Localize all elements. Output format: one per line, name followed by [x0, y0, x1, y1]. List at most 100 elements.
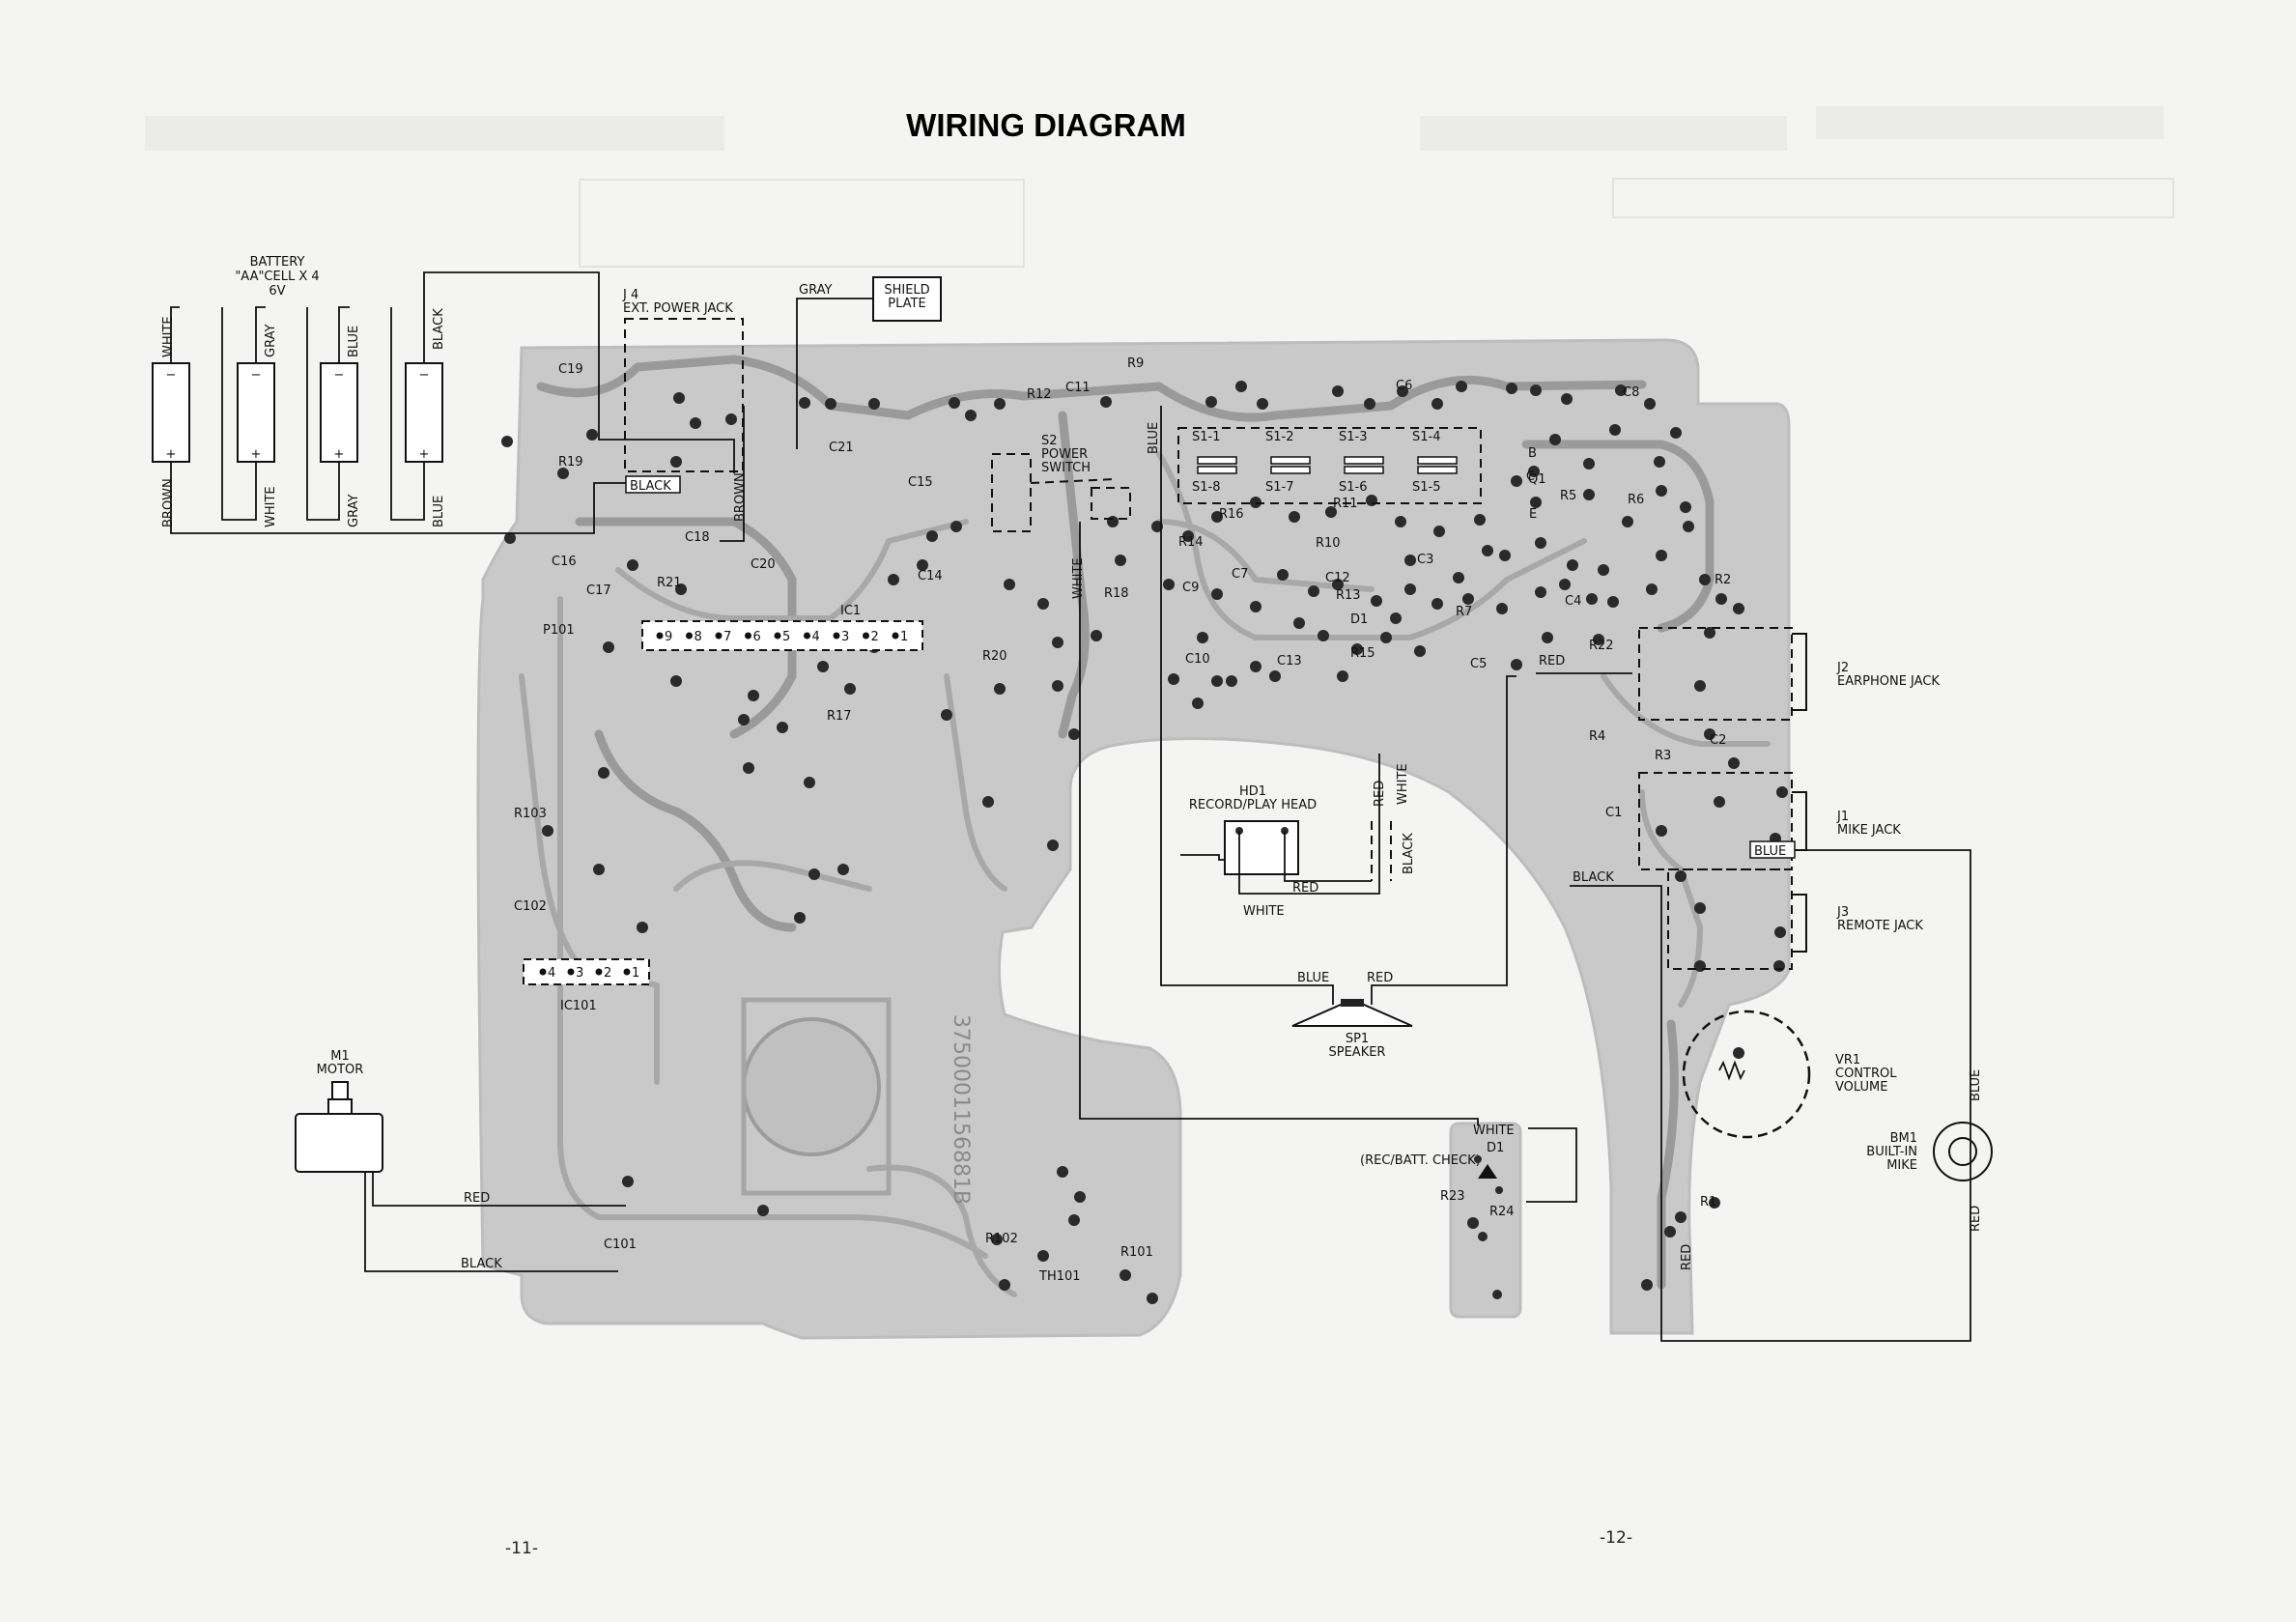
solder-pad — [598, 767, 609, 779]
solder-pad — [725, 413, 737, 425]
component-label-c17: C17 — [586, 583, 611, 598]
component-label-c3: C3 — [1417, 553, 1433, 567]
svg-text:HD1: HD1 — [1239, 784, 1266, 799]
ic1-pin-dot — [774, 632, 781, 640]
solder-pad — [1773, 960, 1785, 972]
component-label-c20: C20 — [751, 557, 776, 572]
board-code: 3750001156881B — [949, 1014, 973, 1205]
page-number-left: -11- — [505, 1539, 538, 1558]
solder-pad — [1511, 475, 1522, 487]
solder-pad — [1047, 839, 1059, 851]
solder-pad — [817, 661, 829, 672]
svg-text:+: + — [251, 447, 262, 462]
component-label-c18: C18 — [685, 530, 710, 545]
solder-pad — [917, 559, 928, 571]
solder-pad — [1431, 598, 1443, 610]
solder-pad — [837, 864, 849, 875]
solder-pad — [1404, 583, 1416, 595]
component-label-c1: C1 — [1605, 806, 1622, 820]
solder-pad — [1453, 572, 1464, 583]
solder-pad — [844, 683, 856, 695]
ic101-pin-label: 1 — [632, 966, 639, 981]
solder-pad — [1714, 796, 1725, 808]
component-label-d1: D1 — [1350, 612, 1368, 627]
component-label-r7: R7 — [1456, 605, 1472, 619]
component-label-r22: R22 — [1589, 639, 1614, 653]
component-label-r16: R16 — [1219, 507, 1244, 522]
solder-pad — [1586, 593, 1598, 605]
solder-pad — [1380, 632, 1392, 643]
solder-pad — [1704, 728, 1715, 740]
solder-pad — [965, 410, 977, 421]
wire-label-blue-mike: BLUE — [1969, 1069, 1983, 1101]
component-label-c11: C11 — [1065, 381, 1091, 395]
wire-label-gray-1: GRAY — [264, 325, 278, 357]
solder-pad — [1211, 588, 1223, 600]
ic101-pin-label: 2 — [604, 966, 611, 981]
solder-pad — [1530, 384, 1542, 396]
wire-label-brown-j4: BROWN — [733, 472, 748, 522]
solder-pad — [1675, 1211, 1687, 1223]
wire-label-white-head: WHITE — [1243, 904, 1285, 919]
solder-pad — [1583, 458, 1595, 470]
ic1-pin-label: 1 — [900, 630, 908, 644]
solder-pad — [1499, 550, 1511, 561]
wire-label-blue-switch: BLUE — [1147, 422, 1161, 454]
svg-text:M1: M1 — [330, 1049, 350, 1064]
svg-text:EARPHONE JACK: EARPHONE JACK — [1837, 674, 1940, 689]
ic1-pin-label: 3 — [841, 630, 849, 644]
component-label-th101: TH101 — [1038, 1269, 1081, 1284]
wire-label-red-head-2: RED — [1373, 781, 1387, 807]
solder-pad — [1197, 632, 1208, 643]
solder-pad — [1482, 545, 1493, 556]
switch-contact — [1270, 466, 1311, 474]
solder-pad — [1211, 675, 1223, 687]
component-label-c19: C19 — [558, 362, 583, 377]
power-switch: S2 POWER SWITCH — [991, 434, 1131, 532]
solder-pad — [1694, 960, 1706, 972]
solder-pad — [1404, 555, 1416, 566]
solder-pad — [1583, 489, 1595, 500]
solder-pad — [1192, 697, 1204, 709]
solder-pad — [1733, 603, 1744, 614]
svg-text:+: + — [419, 447, 430, 462]
solder-pad — [1641, 1279, 1653, 1291]
switch-cell-label: S1-2 — [1265, 430, 1294, 444]
svg-text:IC1: IC1 — [840, 604, 861, 618]
solder-pad — [1235, 381, 1247, 392]
svg-text:R23: R23 — [1440, 1189, 1465, 1204]
svg-text:MOTOR: MOTOR — [317, 1063, 364, 1077]
wire-label-red-motor: RED — [464, 1191, 490, 1206]
solder-pad — [1205, 396, 1217, 408]
ic1-pin-label: 2 — [871, 630, 879, 644]
solder-pad — [1699, 574, 1711, 585]
solder-pad — [738, 714, 750, 726]
motor: M1 MOTOR RED BLACK — [295, 1049, 626, 1272]
solder-pad — [670, 675, 682, 687]
battery-cell-4 — [405, 362, 443, 463]
battery-cell-3 — [320, 362, 358, 463]
solder-pad — [1598, 564, 1609, 576]
component-label-c13: C13 — [1277, 654, 1302, 669]
switch-cell-label: S1-8 — [1192, 480, 1221, 495]
solder-pad — [586, 429, 598, 441]
component-label-r15: R15 — [1350, 646, 1375, 661]
component-label-c16: C16 — [552, 555, 577, 569]
component-label-c4: C4 — [1565, 594, 1581, 609]
solder-pad — [1656, 485, 1667, 497]
solder-pad — [1074, 1191, 1086, 1203]
solder-pad — [1332, 385, 1344, 397]
solder-pad — [994, 683, 1006, 695]
solder-pad — [542, 825, 553, 837]
component-label-r6: R6 — [1628, 493, 1644, 507]
svg-text:−: − — [251, 368, 262, 383]
solder-pad — [1549, 434, 1561, 445]
solder-pad — [1318, 630, 1329, 641]
solder-pad — [1107, 516, 1119, 527]
solder-pad — [637, 922, 648, 933]
solder-pad — [1250, 661, 1261, 672]
wire-label-black-j3: BLACK — [1573, 870, 1614, 885]
svg-text:PLATE: PLATE — [888, 297, 925, 311]
solder-pad — [1675, 870, 1687, 882]
